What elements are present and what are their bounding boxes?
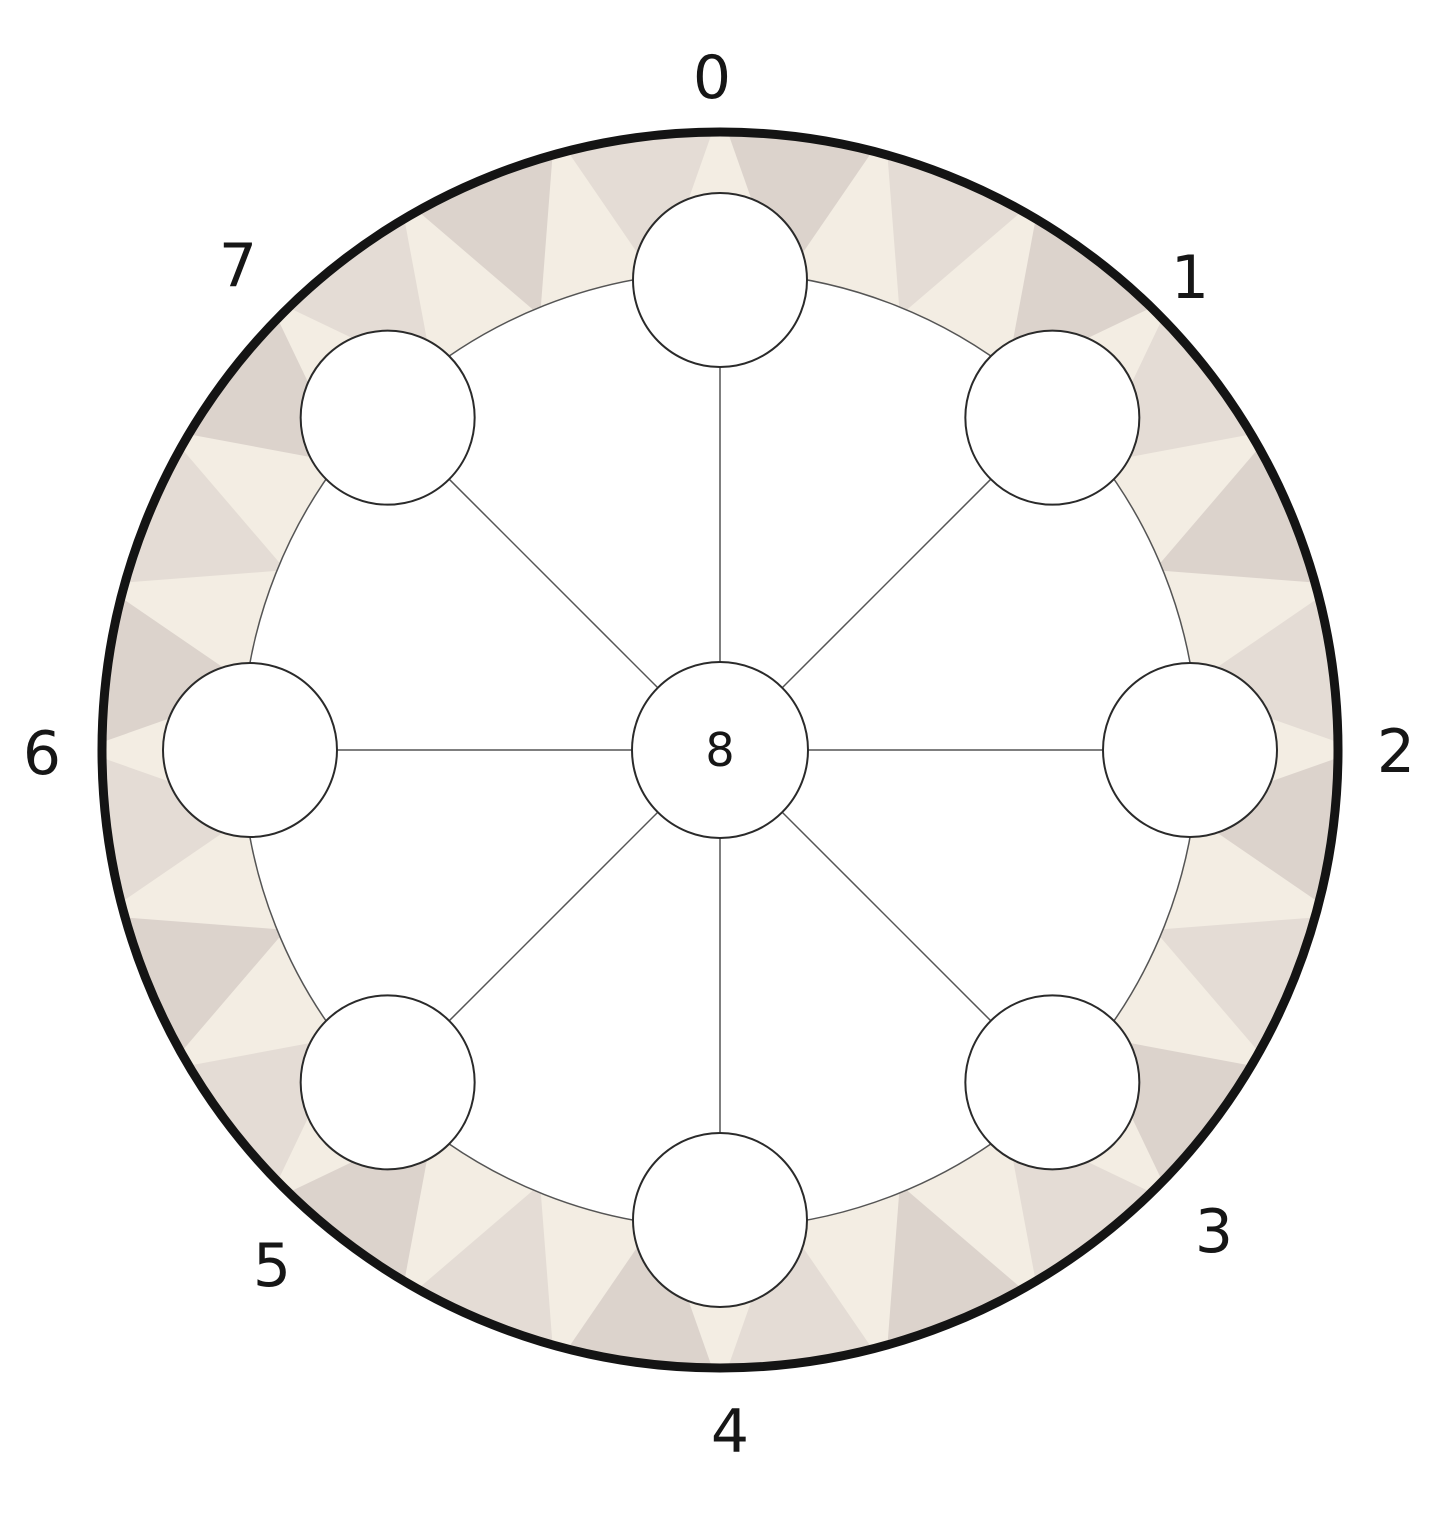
band-pattern-tooth	[102, 750, 255, 916]
band-pattern-tooth	[885, 1184, 1040, 1368]
band-pattern-tooth	[554, 1215, 720, 1368]
band-pattern-tooth	[1185, 750, 1338, 916]
node-7	[299, 329, 476, 506]
node-0	[632, 192, 808, 368]
position-labels: 0 1 2 3 4 5 6 7	[23, 43, 1415, 1467]
nodes	[162, 192, 1278, 1308]
node-1	[964, 329, 1141, 506]
center-node-label: 8	[705, 723, 734, 777]
center-node: 8	[631, 661, 809, 839]
node-4	[632, 1132, 808, 1308]
position-label-1: 1	[1171, 243, 1209, 313]
position-label-2: 2	[1377, 717, 1415, 787]
band-pattern-tooth	[102, 584, 255, 750]
spokes	[337, 367, 1103, 1133]
position-label-0: 0	[693, 43, 731, 113]
band-pattern-tooth	[554, 132, 720, 285]
spoke-1	[781, 478, 992, 689]
band-pattern-tooth	[400, 132, 555, 316]
position-label-3: 3	[1195, 1197, 1233, 1267]
position-label-7: 7	[219, 231, 257, 301]
band-pattern-tooth	[1185, 584, 1338, 750]
spoke-3	[781, 811, 992, 1022]
node-2	[1102, 662, 1278, 838]
band-pattern-tooth	[1154, 915, 1338, 1070]
spoke-7	[448, 478, 659, 689]
band-pattern-tooth	[720, 132, 886, 285]
band-pattern-tooth	[720, 1215, 886, 1368]
band-pattern-tooth	[400, 1184, 555, 1368]
band-pattern-tooth	[885, 132, 1040, 316]
spoke-5	[448, 811, 659, 1022]
band-pattern-tooth	[102, 915, 286, 1070]
node-3	[964, 994, 1141, 1171]
node-6	[162, 662, 338, 838]
position-label-5: 5	[253, 1231, 291, 1301]
band-pattern-tooth	[102, 430, 286, 585]
node-5	[299, 994, 476, 1171]
position-label-4: 4	[711, 1397, 749, 1467]
center-node-circle	[631, 661, 809, 839]
band-pattern-tooth	[1154, 430, 1338, 585]
position-label-6: 6	[23, 719, 61, 789]
outer-rim	[97, 127, 1343, 1373]
